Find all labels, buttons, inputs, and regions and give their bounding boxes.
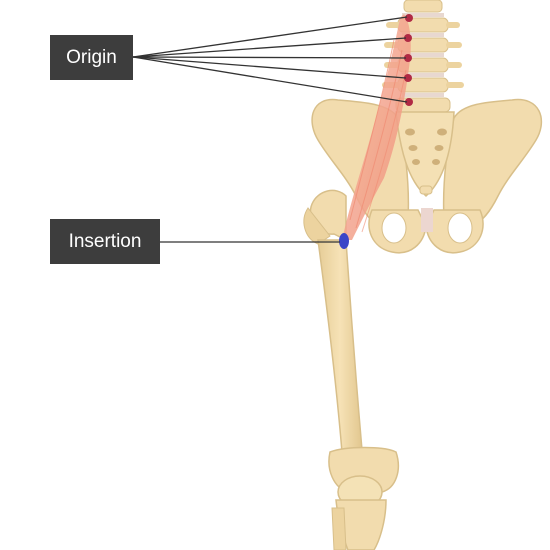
insertion-label-text: Insertion <box>68 230 142 252</box>
origin-point-4 <box>404 74 412 82</box>
origin-label-text: Origin <box>66 46 117 68</box>
origin-point-2 <box>404 34 412 42</box>
origin-leader-lines <box>132 16 408 103</box>
fibula <box>331 507 347 550</box>
origin-point-1 <box>405 14 413 22</box>
origin-points <box>404 14 413 106</box>
origin-point-5 <box>405 98 413 106</box>
origin-point-3 <box>404 54 412 62</box>
origin-label: Origin <box>50 35 133 80</box>
insertion-label: Insertion <box>50 219 160 264</box>
insertion-point <box>339 233 349 249</box>
